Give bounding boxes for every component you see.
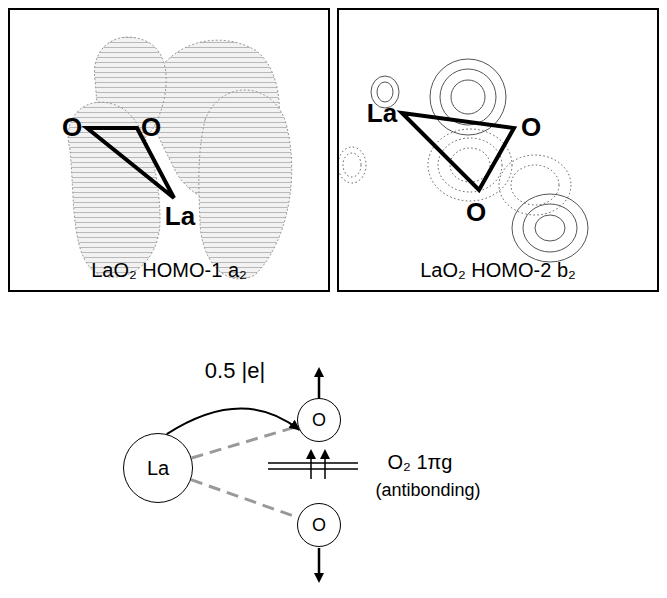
atom-label: La bbox=[367, 98, 397, 129]
atom-symbol: O bbox=[312, 410, 326, 431]
atom-label: La bbox=[165, 201, 195, 232]
atom-label: O bbox=[62, 112, 82, 143]
atom-symbol: O bbox=[312, 515, 326, 536]
panel-caption: LaO₂ HOMO-1 a₂ bbox=[10, 259, 328, 282]
atom-symbol: La bbox=[147, 457, 169, 480]
orbital-label: O₂ 1πg bbox=[388, 451, 453, 474]
atom-label: O bbox=[521, 112, 541, 143]
oxygen-atom: O bbox=[297, 503, 341, 547]
oxygen-atom: O bbox=[297, 398, 341, 442]
edge-label: 0.5 |e| bbox=[203, 358, 267, 384]
bond-line bbox=[191, 480, 298, 518]
orbital-label: (antibonding) bbox=[375, 480, 480, 501]
panel-caption: LaO₂ HOMO-2 b₂ bbox=[339, 259, 657, 282]
bond-line bbox=[192, 426, 298, 458]
lanthanum-atom: La bbox=[123, 433, 193, 503]
atom-label: O bbox=[141, 112, 161, 143]
atom-label: O bbox=[466, 197, 486, 228]
orbital-panel: LaO₂ HOMO-2 b₂ bbox=[337, 8, 659, 292]
charge-transfer-arrow bbox=[167, 408, 300, 434]
orbital-panel: LaO₂ HOMO-1 a₂ bbox=[8, 8, 330, 292]
